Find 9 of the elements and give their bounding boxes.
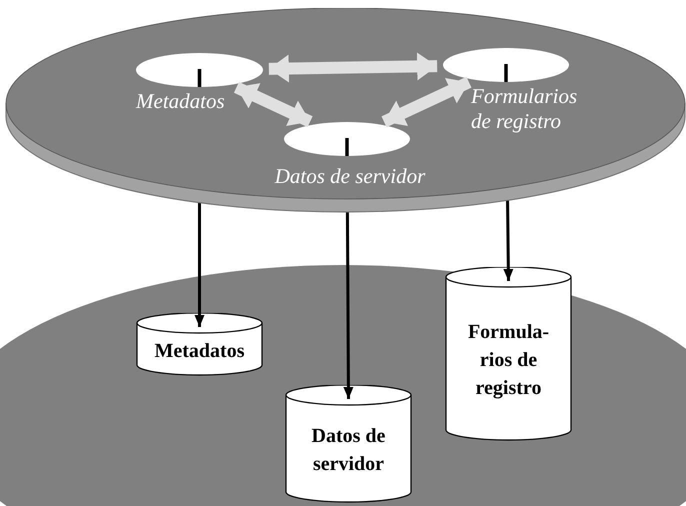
node-label: Datos de servidor xyxy=(310,424,386,477)
node-label: Metadatos xyxy=(136,89,226,114)
node-label: Metadatos xyxy=(154,338,246,364)
node-label: Datos de servidor xyxy=(274,164,426,189)
node-label: Formula- rios de registro xyxy=(466,320,550,401)
double-arrow xyxy=(268,52,438,83)
double-arrow xyxy=(234,82,313,128)
double-arrow xyxy=(382,76,472,128)
node-label: Formularios de registro xyxy=(471,84,578,134)
